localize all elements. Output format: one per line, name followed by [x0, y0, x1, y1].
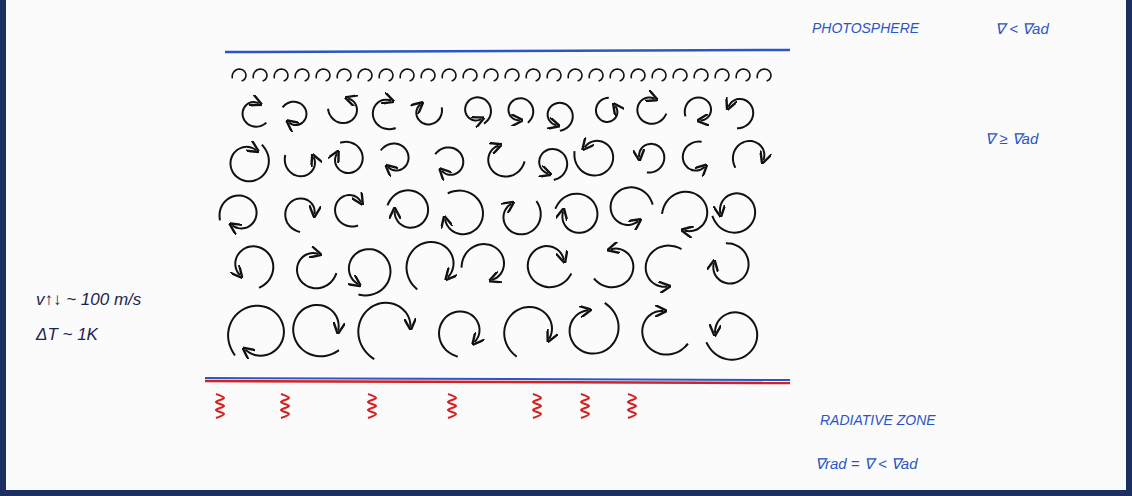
radiation-squiggle [281, 394, 289, 418]
convection-eddy [683, 142, 705, 171]
convection-eddy [694, 69, 708, 81]
convection-eddy [235, 246, 273, 288]
convection-eddy [548, 103, 573, 131]
convection-eddy [547, 69, 561, 81]
layer-label: PHOTOSPHERE [812, 20, 919, 36]
convection-eddy [283, 102, 307, 125]
convection-eddy [589, 69, 603, 81]
convection-eddy [445, 191, 483, 235]
convection-eddy [504, 307, 552, 357]
radiation-squiggle [628, 394, 636, 418]
convection-eddy [733, 141, 764, 168]
convection-eddy [539, 149, 567, 180]
convection-eddy [293, 305, 339, 356]
convection-eddy [706, 312, 757, 359]
convection-eddy [637, 97, 666, 123]
temperature-note: ΔT ~ 1K [36, 325, 98, 345]
convection-eddy [555, 194, 597, 233]
convection-eddy [442, 69, 456, 81]
convection-eddy [526, 69, 540, 81]
convection-eddy [652, 69, 666, 81]
convection-eddy [570, 303, 619, 354]
convection-swirls [220, 69, 771, 360]
convection-eddy [435, 147, 463, 174]
layer-label: RADIATIVE ZONE [820, 412, 936, 428]
convection-eddy [400, 69, 414, 81]
convection-eddy [611, 187, 653, 225]
convection-eddy [337, 69, 351, 81]
convection-eddy [387, 190, 428, 227]
convection-eddy [243, 102, 267, 127]
convection-eddy [230, 145, 268, 182]
convection-eddy [736, 69, 750, 81]
convection-eddy [528, 246, 572, 287]
convection-eddy [379, 69, 393, 81]
radiation-squiggle [533, 394, 541, 418]
convection-eddy [439, 311, 479, 356]
convection-eddy [349, 249, 391, 295]
convection-eddy [316, 69, 330, 81]
convection-eddy [220, 196, 257, 229]
radiation-squiggles [216, 394, 636, 418]
boundary-line-blue [205, 378, 790, 380]
convection-eddy [484, 69, 498, 81]
convection-eddy [594, 249, 633, 288]
convection-eddy [715, 69, 729, 81]
convection-eddy [232, 69, 246, 81]
convection-eddy [381, 144, 409, 171]
radiation-squiggle [448, 394, 456, 418]
convection-eddy [508, 98, 533, 123]
gradient-condition: ∇rad = ∇ < ∇ad [815, 455, 918, 473]
convection-eddy [358, 69, 372, 81]
convection-eddy [228, 306, 284, 356]
convection-eddy [596, 98, 617, 122]
convection-eddy [757, 69, 771, 81]
convection-eddy [462, 244, 505, 280]
convection-eddy [646, 246, 682, 287]
boundary-line-red [205, 381, 790, 383]
convection-eddy [335, 142, 363, 173]
convection-eddy [274, 69, 288, 81]
gradient-condition: ∇ < ∇ad [995, 20, 1049, 38]
convection-eddy [488, 146, 524, 177]
convection-eddy [639, 144, 664, 173]
radiation-squiggle [216, 394, 224, 418]
convection-eddy [421, 69, 435, 81]
convection-eddy [328, 98, 357, 123]
velocity-note: v↑↓ ~ 100 m/s [36, 290, 141, 310]
convection-eddy [463, 69, 477, 81]
convection-eddy [285, 155, 315, 176]
convection-eddy [285, 198, 314, 232]
convection-eddy [662, 192, 707, 231]
convection-eddy [407, 242, 454, 290]
convection-eddy [610, 69, 624, 81]
convection-eddy [729, 99, 754, 128]
convection-eddy [631, 69, 645, 81]
convection-eddy [358, 303, 410, 359]
paper-ground [6, 0, 1126, 490]
convection-eddy [712, 193, 755, 232]
convection-eddy [373, 100, 396, 130]
convection-eddy [416, 104, 442, 124]
gradient-condition: ∇ ≥ ∇ad [985, 130, 1038, 148]
radiation-squiggle [368, 394, 376, 418]
convection-eddy [568, 69, 582, 81]
convection-eddy [713, 243, 748, 283]
convection-eddy [574, 141, 613, 176]
convection-eddy [253, 69, 267, 81]
radiation-squiggle [581, 394, 589, 418]
convection-eddy [297, 253, 337, 288]
convection-eddy [642, 311, 688, 355]
convection-eddy [673, 69, 687, 81]
photosphere-line [225, 50, 790, 52]
convection-eddy [335, 195, 361, 227]
convection-eddy [465, 97, 491, 123]
convection-eddy [505, 69, 519, 81]
convection-eddy [295, 69, 309, 81]
convection-eddy [503, 201, 540, 234]
convection-eddy [685, 97, 711, 120]
